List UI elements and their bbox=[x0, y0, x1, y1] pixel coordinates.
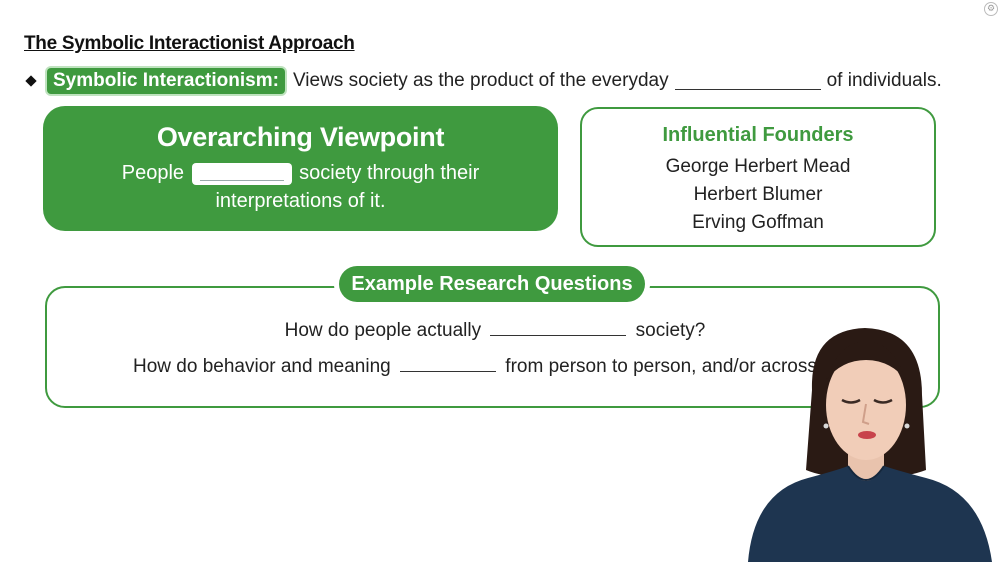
influential-founders-card: Influential Founders George Herbert Mead… bbox=[580, 107, 936, 247]
founders-list: George Herbert Mead Herbert Blumer Ervin… bbox=[582, 153, 934, 237]
presenter-figure bbox=[748, 328, 992, 562]
definition-text-after: of individuals. bbox=[826, 70, 942, 91]
settings-icon[interactable]: ⚙ bbox=[984, 2, 998, 16]
definition-text-before: Views society as the product of the ever… bbox=[292, 70, 669, 91]
fill-in-blank bbox=[490, 319, 627, 336]
founder-name: Erving Goffman bbox=[692, 212, 824, 233]
fill-in-blank-box bbox=[191, 162, 292, 185]
research-question-1: How do people actually society? bbox=[0, 319, 990, 342]
viewpoint-line-1: People society through their bbox=[43, 159, 558, 187]
slide-title: The Symbolic Interactionist Approach bbox=[24, 33, 355, 54]
founders-heading: Influential Founders bbox=[662, 124, 854, 146]
q1-text-after: society? bbox=[635, 320, 706, 341]
viewpoint-heading: Overarching Viewpoint bbox=[156, 122, 445, 152]
fill-in-blank bbox=[674, 73, 821, 90]
q2-text-after: from person to person, and/or across sit… bbox=[505, 356, 883, 377]
viewpoint-text-after: society through their bbox=[299, 162, 480, 184]
research-question-2: How do behavior and meaning from person … bbox=[133, 355, 882, 378]
viewpoint-line-2: interpretations of it. bbox=[215, 190, 386, 212]
presenter-video bbox=[730, 300, 1000, 562]
definition-bullet: Symbolic Interactionism: Views society a… bbox=[24, 68, 942, 94]
examples-heading: Example Research Questions bbox=[339, 266, 645, 302]
founder-name: George Herbert Mead bbox=[665, 156, 851, 177]
overarching-viewpoint-card: Overarching Viewpoint People society thr… bbox=[43, 106, 558, 231]
term-highlight: Symbolic Interactionism: bbox=[47, 68, 285, 94]
q1-text-before: How do people actually bbox=[284, 320, 482, 341]
diamond-bullet-icon bbox=[25, 75, 37, 87]
q2-text-before: How do behavior and meaning bbox=[133, 356, 391, 377]
fill-in-blank bbox=[400, 355, 497, 372]
viewpoint-text-before: People bbox=[121, 162, 185, 184]
founder-name: Herbert Blumer bbox=[693, 184, 823, 205]
